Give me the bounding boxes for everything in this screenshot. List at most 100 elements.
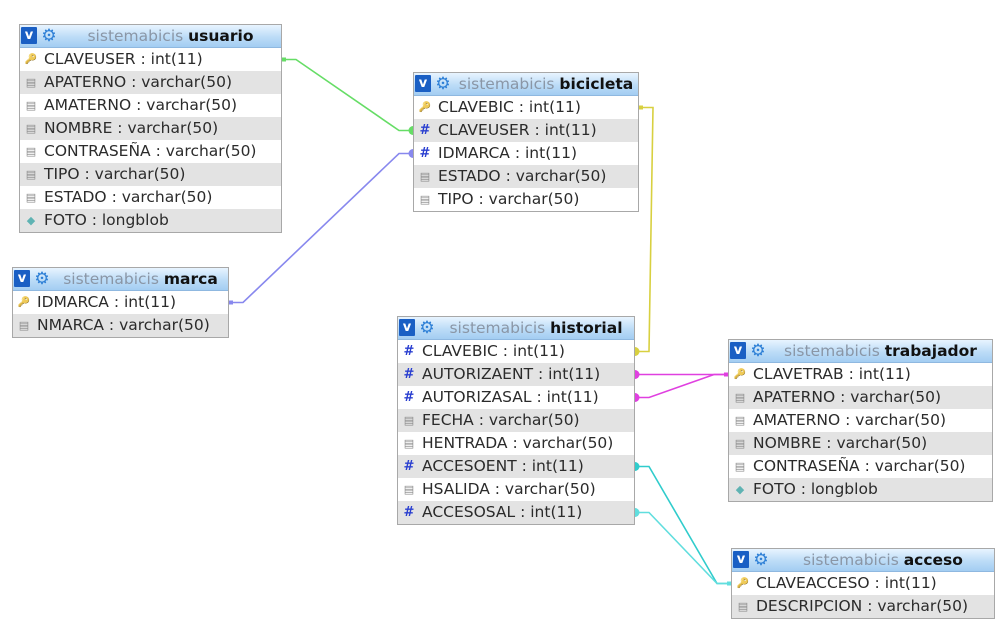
field-text: CONTRASEÑA : varchar(50): [753, 457, 966, 475]
field-row[interactable]: ▤ AMATERNO : varchar(50): [729, 409, 992, 432]
field-row[interactable]: ▤HSALIDA : varchar(50): [398, 478, 634, 501]
number-field-icon: #: [419, 123, 431, 138]
field-text: NMARCA : varchar(50): [37, 316, 210, 334]
table-trabajador[interactable]: v⚙sistemabicis trabajador🔑CLAVETRAB : in…: [728, 339, 993, 502]
field-row[interactable]: ▤ NOMBRE : varchar(50): [729, 432, 992, 455]
field-row[interactable]: ▤CONTRASEÑA : varchar(50): [729, 455, 992, 478]
field-row[interactable]: ▤NMARCA : varchar(50): [13, 314, 228, 337]
field-text: TIPO : varchar(50): [438, 190, 580, 208]
field-row[interactable]: ▤ FECHA : varchar(50): [398, 409, 634, 432]
field-row[interactable]: ▤ HENTRADA : varchar(50): [398, 432, 634, 455]
field-text: AMATERNO : varchar(50): [753, 411, 947, 429]
field-row[interactable]: ▤ AMATERNO : varchar(50): [20, 94, 281, 117]
field-row[interactable]: 🔑CLAVEACCESO : int(11): [732, 572, 994, 595]
field-row[interactable]: ▤ CONTRASEÑA : varchar(50): [20, 140, 281, 163]
gear-icon[interactable]: ⚙: [41, 26, 57, 46]
field-row[interactable]: ▤NOMBRE : varchar(50): [20, 117, 281, 140]
primary-key-icon: 🔑: [733, 369, 747, 380]
field-text: CLAVEUSER : int(11): [44, 50, 203, 68]
number-field-icon: #: [403, 344, 415, 359]
gear-icon[interactable]: ⚙: [435, 74, 451, 94]
text-field-icon: ▤: [734, 437, 746, 450]
field-text: HENTRADA : varchar(50): [422, 434, 614, 452]
field-row[interactable]: 🔑CLAVEUSER : int(11): [20, 48, 281, 71]
gear-icon[interactable]: ⚙: [750, 341, 766, 361]
field-row[interactable]: # ACCESOSAL : int(11): [398, 501, 634, 524]
field-row[interactable]: ◆FOTO : longblob: [729, 478, 992, 501]
field-text: AMATERNO : varchar(50): [44, 96, 238, 114]
table-header[interactable]: v⚙sistemabicis marca: [13, 268, 228, 291]
field-row[interactable]: #CLAVEUSER : int(11): [414, 119, 638, 142]
field-text: APATERNO : varchar(50): [753, 388, 941, 406]
table-bicicleta[interactable]: v⚙sistemabicis bicicleta🔑CLAVEBIC : int(…: [413, 72, 639, 212]
database-name: sistemabicis: [63, 270, 159, 288]
field-row[interactable]: #CLAVEBIC : int(11): [398, 340, 634, 363]
primary-key-icon: 🔑: [17, 297, 31, 308]
number-field-icon: #: [403, 390, 415, 405]
toggle-icon[interactable]: v: [730, 342, 746, 359]
text-field-icon: ▤: [419, 170, 431, 183]
table-header[interactable]: v⚙sistemabicis bicicleta: [414, 73, 638, 96]
table-usuario[interactable]: v⚙sistemabicis usuario🔑CLAVEUSER : int(1…: [19, 24, 282, 233]
table-name: acceso: [903, 551, 963, 569]
toggle-icon[interactable]: v: [399, 319, 415, 336]
field-row[interactable]: ▤ APATERNO : varchar(50): [729, 386, 992, 409]
field-text: ACCESOSAL : int(11): [422, 503, 583, 521]
field-text: FOTO : longblob: [44, 211, 169, 229]
table-header[interactable]: v⚙sistemabicis usuario: [20, 25, 281, 48]
relation-line: [635, 511, 731, 585]
text-field-icon: ▤: [25, 99, 37, 112]
field-text: AUTORIZASAL : int(11): [422, 388, 599, 406]
gear-icon[interactable]: ⚙: [34, 269, 50, 289]
database-name: sistemabicis: [87, 27, 184, 45]
field-row[interactable]: # AUTORIZASAL : int(11): [398, 386, 634, 409]
field-row[interactable]: ▤ TIPO : varchar(50): [20, 163, 281, 186]
field-row[interactable]: ▤APATERNO : varchar(50): [20, 71, 281, 94]
field-row[interactable]: ▤ESTADO : varchar(50): [20, 186, 281, 209]
field-row[interactable]: ▤ ESTADO : varchar(50): [414, 165, 638, 188]
field-text: ESTADO : varchar(50): [438, 167, 607, 185]
blob-field-icon: ◆: [735, 483, 745, 496]
number-field-icon: #: [403, 505, 415, 520]
field-text: TIPO : varchar(50): [44, 165, 186, 183]
field-row[interactable]: 🔑CLAVETRAB : int(11): [729, 363, 992, 386]
field-text: CONTRASEÑA : varchar(50): [44, 142, 257, 160]
table-historial[interactable]: v⚙sistemabicis historial#CLAVEBIC : int(…: [397, 316, 635, 525]
table-header[interactable]: v⚙sistemabicis trabajador: [729, 340, 992, 363]
table-header[interactable]: v⚙sistemabicis historial: [398, 317, 634, 340]
field-row[interactable]: ▤DESCRIPCION : varchar(50): [732, 595, 994, 618]
table-acceso[interactable]: v⚙sistemabicis acceso🔑CLAVEACCESO : int(…: [731, 548, 995, 619]
primary-key-endpoint: [282, 57, 286, 62]
text-field-icon: ▤: [25, 168, 37, 181]
text-field-icon: ▤: [734, 391, 746, 404]
field-text: IDMARCA : int(11): [438, 144, 578, 162]
field-row[interactable]: #ACCESOENT : int(11): [398, 455, 634, 478]
relation-line: [635, 465, 731, 585]
gear-icon[interactable]: ⚙: [419, 318, 435, 338]
gear-icon[interactable]: ⚙: [753, 550, 769, 570]
table-header[interactable]: v⚙sistemabicis acceso: [732, 549, 994, 572]
toggle-icon[interactable]: v: [14, 270, 30, 287]
field-row[interactable]: 🔑CLAVEBIC : int(11): [414, 96, 638, 119]
field-row[interactable]: #AUTORIZAENT : int(11): [398, 363, 634, 386]
field-text: FECHA : varchar(50): [422, 411, 580, 429]
field-row[interactable]: #IDMARCA : int(11): [414, 142, 638, 165]
text-field-icon: ▤: [734, 414, 746, 427]
primary-key-icon: 🔑: [736, 578, 750, 589]
number-field-icon: #: [403, 459, 415, 474]
relation-line: [635, 373, 728, 399]
table-marca[interactable]: v⚙sistemabicis marca🔑IDMARCA : int(11)▤N…: [12, 267, 229, 338]
field-text: NOMBRE : varchar(50): [753, 434, 928, 452]
field-row[interactable]: ◆ FOTO : longblob: [20, 209, 281, 232]
toggle-icon[interactable]: v: [733, 551, 749, 568]
text-field-icon: ▤: [403, 437, 415, 450]
toggle-icon[interactable]: v: [21, 27, 37, 44]
text-field-icon: ▤: [403, 414, 415, 427]
field-row[interactable]: 🔑IDMARCA : int(11): [13, 291, 228, 314]
text-field-icon: ▤: [25, 145, 37, 158]
field-row[interactable]: ▤TIPO : varchar(50): [414, 188, 638, 211]
toggle-icon[interactable]: v: [415, 75, 431, 92]
table-name: bicicleta: [559, 75, 634, 93]
blob-field-icon: ◆: [26, 214, 36, 227]
primary-key-endpoint: [639, 105, 643, 110]
